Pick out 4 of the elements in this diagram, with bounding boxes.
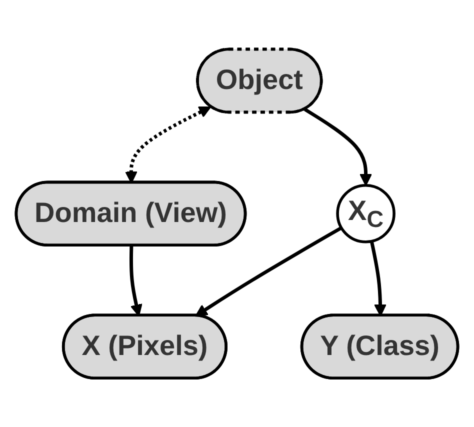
arrow [304,108,372,186]
node-circle: X$_{C}$ [336,184,396,244]
arrow [195,226,342,316]
arrow [125,106,212,184]
